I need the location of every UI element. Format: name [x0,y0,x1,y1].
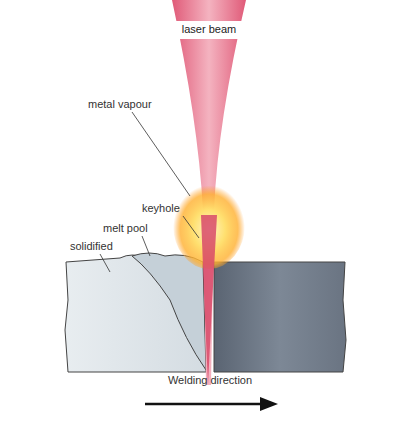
part-label: keyhole [142,202,180,215]
leader-line [142,236,150,256]
leader-line [100,254,110,272]
leader-line [132,112,190,196]
part-label: solidified [70,240,113,253]
leader-line [183,216,199,238]
part-label: melt pool [103,222,148,235]
right-workpiece [214,262,346,372]
laser-beam [172,0,246,385]
keyhole [201,215,217,385]
arrow-head [260,397,278,411]
beam-label: laser beam [176,21,242,38]
part-label: metal vapour [88,98,152,111]
melt-pool [132,253,206,370]
direction-label: Welding direction [168,374,252,387]
direction-arrow [145,403,262,406]
